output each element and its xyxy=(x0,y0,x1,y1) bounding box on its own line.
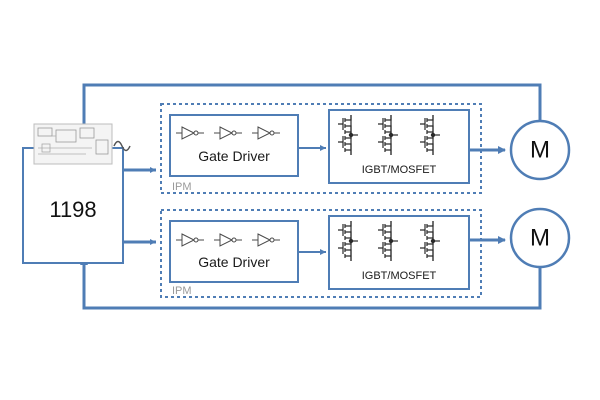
sine-wave-icon xyxy=(113,140,131,152)
ipm-channel-1: IPM Gate Driver IGBT/MOSFET xyxy=(160,103,482,194)
motor-1-label: M xyxy=(530,136,550,163)
ipm-boundary xyxy=(160,209,482,298)
controller-block xyxy=(22,147,124,264)
gate-driver-label: Gate Driver xyxy=(198,254,270,270)
switch-block xyxy=(328,109,470,184)
motor-2-label: M xyxy=(530,224,550,251)
board-thumbnail-icon xyxy=(33,123,113,165)
ipm-channel-2: IPM Gate Driver IGBT/MOSFET xyxy=(160,209,482,298)
motor-2 xyxy=(509,207,571,269)
feedback-line-bottom xyxy=(80,257,542,310)
gate-driver-label: Gate Driver xyxy=(198,148,270,164)
gate-driver-block xyxy=(169,220,299,283)
motor-1 xyxy=(509,119,571,181)
ipm-label: IPM xyxy=(172,181,192,193)
controller-label: 1198 xyxy=(49,197,96,222)
feedback-line-top xyxy=(80,83,542,137)
gate-driver-block xyxy=(169,114,299,177)
switch-block xyxy=(328,215,470,290)
ipm-label: IPM xyxy=(172,285,192,297)
switch-label: IGBT/MOSFET xyxy=(362,164,437,176)
switch-label: IGBT/MOSFET xyxy=(362,270,437,282)
